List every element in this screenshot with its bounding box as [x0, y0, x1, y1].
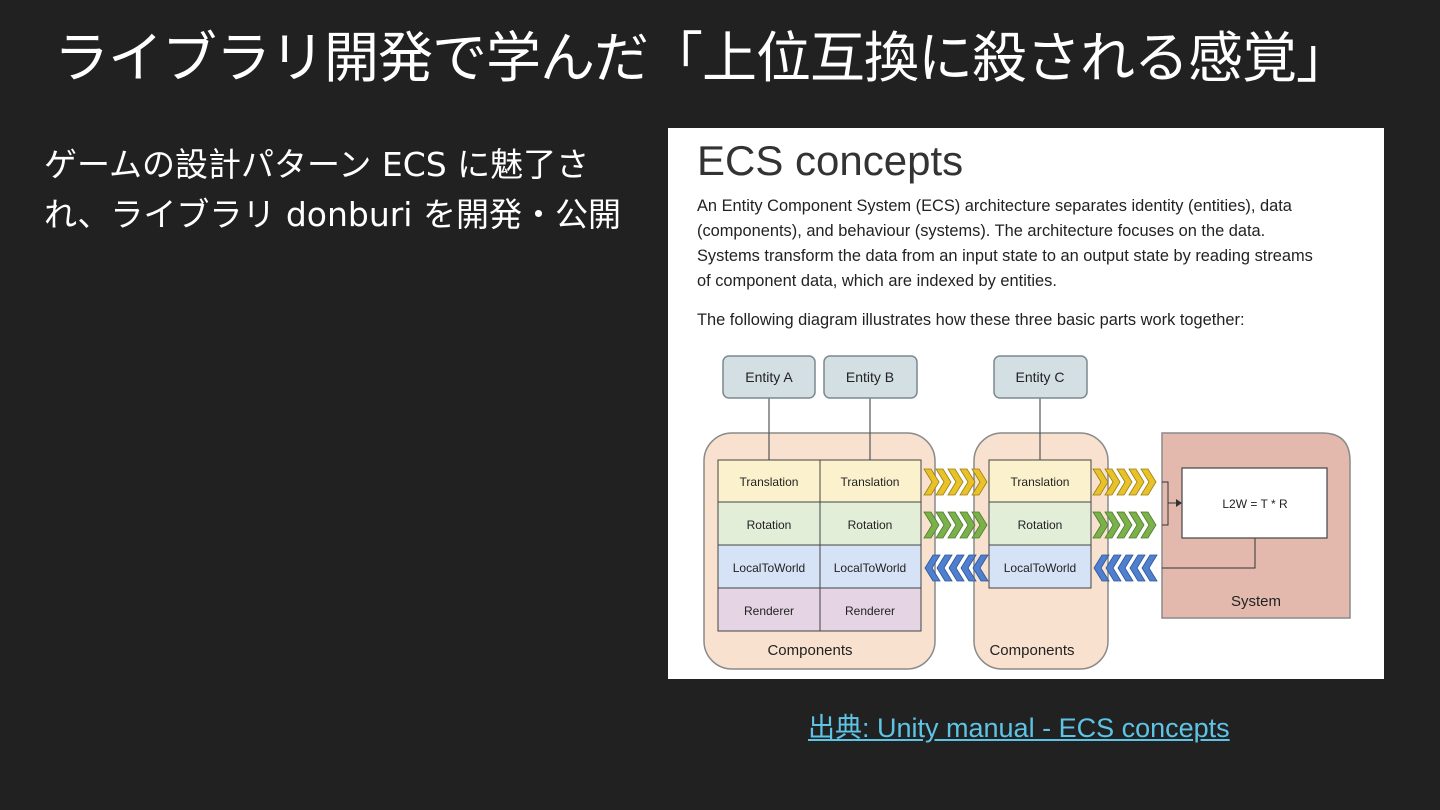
cell-renderer: Renderer	[744, 604, 794, 618]
entity-c-label: Entity C	[1015, 369, 1064, 385]
source-link[interactable]: 出典: Unity manual - ECS concepts	[808, 713, 1230, 743]
slide-body-text: ゲームの設計パターン ECS に魅了さ れ、ライブラリ donburi を開発・…	[44, 140, 624, 240]
cell-renderer: Renderer	[845, 604, 895, 618]
entity-a: Entity A	[722, 355, 816, 399]
column-entity-a: Translation Rotation LocalToWorld Render…	[717, 459, 821, 632]
entity-c: Entity C	[993, 355, 1088, 399]
column-entity-c: Translation Rotation LocalToWorld	[988, 459, 1092, 589]
doc-paragraph-line: An Entity Component System (ECS) archite…	[697, 197, 1292, 215]
system-formula-box: L2W = T * R	[1181, 467, 1328, 539]
doc-heading: ECS concepts	[697, 137, 964, 184]
arrows-rotation-c-to-system	[1092, 511, 1157, 539]
arrows-translation-c-to-system	[1092, 468, 1157, 496]
body-line-2: れ、ライブラリ donburi を開発・公開	[44, 195, 621, 234]
ecs-diagram: Entity A Entity B Entity C Translation R…	[703, 355, 1351, 670]
doc-paragraph-line: of component data, which are indexed by …	[697, 272, 1057, 290]
cell-translation: Translation	[841, 475, 900, 489]
doc-paragraph: An Entity Component System (ECS) archite…	[697, 194, 1377, 294]
arrows-localtoworld-system-to-c	[1093, 554, 1158, 582]
cell-rotation: Rotation	[848, 518, 893, 532]
system-label: System	[1231, 593, 1281, 610]
doc-paragraph-line: Systems transform the data from an input…	[697, 247, 1313, 265]
entity-a-label: Entity A	[745, 369, 793, 385]
entity-b-label: Entity B	[846, 369, 894, 385]
slide-title: ライブラリ開発で学んだ「上位互換に殺される感覚」	[54, 26, 1351, 90]
ecs-concepts-screenshot: ECS concepts An Entity Component System …	[668, 128, 1384, 679]
doc-paragraph-2: The following diagram illustrates how th…	[697, 311, 1245, 329]
cell-localtoworld: LocalToWorld	[733, 561, 805, 575]
cell-localtoworld: LocalToWorld	[1004, 561, 1076, 575]
components-label-ab: Components	[767, 642, 852, 659]
doc-paragraph-line: (components), and behaviour (systems). T…	[697, 222, 1266, 240]
system-formula: L2W = T * R	[1222, 497, 1288, 511]
arrows-rotation-ab-to-c	[923, 511, 988, 539]
entity-b: Entity B	[823, 355, 918, 399]
column-entity-b: Translation Rotation LocalToWorld Render…	[819, 459, 922, 632]
cell-rotation: Rotation	[747, 518, 792, 532]
cell-rotation: Rotation	[1018, 518, 1063, 532]
arrows-localtoworld-c-to-ab	[924, 554, 989, 582]
cell-translation: Translation	[1011, 475, 1070, 489]
arrows-translation-ab-to-c	[923, 468, 988, 496]
body-line-1: ゲームの設計パターン ECS に魅了さ	[44, 145, 590, 184]
cell-translation: Translation	[740, 475, 799, 489]
components-label-c: Components	[989, 642, 1074, 659]
cell-localtoworld: LocalToWorld	[834, 561, 906, 575]
